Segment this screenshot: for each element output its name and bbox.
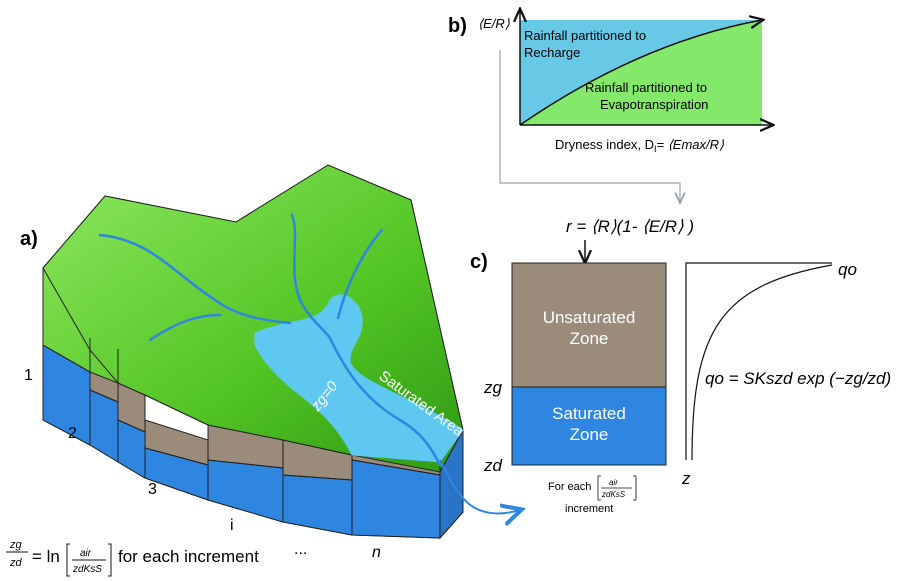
formula-lhs-num: zg [9,539,23,551]
evap-text-1: Rainfall partitioned to [585,80,707,95]
recharge-text-2: Recharge [524,45,580,60]
increment-dots: ... [294,541,307,558]
increment-prefix: For each [548,481,591,493]
increment-suffix: increment [565,503,613,515]
recharge-text-1: Rainfall partitioned to [524,28,646,43]
unsat-label-2: Zone [570,329,609,348]
panel-c-label: c) [470,251,488,273]
zd-label: zd [483,456,503,475]
unsat-label-1: Unsaturated [543,308,636,327]
unsaturated-zone [511,262,667,388]
evap-text-2: Evapotranspiration [600,97,708,112]
formula-eq: = ln [32,547,60,566]
outflow-arrow [439,459,520,514]
increment-3: 3 [148,481,157,498]
evap-region [520,20,762,125]
formula-lhs-den: zd [9,557,23,569]
q0-text: qo [838,260,857,279]
recharge-formula: r = ⟨R⟩(1- ⟨E/R⟩ ) [566,217,694,236]
formula-tail: for each increment [118,547,259,566]
saturated-zone [511,386,667,466]
formula-num: air [80,548,92,559]
panel-b-ylabel: ⟨E/R⟩ [478,16,510,31]
partition-chart [520,10,772,125]
discharge-profile [685,262,833,461]
increment-den: zdKsS [601,490,626,499]
z-label: z [681,469,691,488]
increment-2: 2 [68,425,77,442]
b-to-c-connector [499,50,680,202]
q0-label: qo [838,260,857,279]
saturated-area [254,294,464,463]
increment-1: 1 [24,367,33,384]
xlabel-prefix: Dryness index, D [555,137,654,152]
zg-label: zg [483,378,503,397]
panel-a-label: a) [20,228,38,250]
xlabel-sub: I [654,144,657,154]
formula-den: zdKsS [72,564,102,575]
q0-formula: qo = SKszd exp (−zg/zd) [705,369,891,388]
topographic-index-formula: zg zd = ln air zdKsS for each increment [6,539,259,577]
catchment-block [42,164,520,540]
increment-num: air [609,478,618,487]
increment-i: i [230,517,234,534]
xlabel-suffix: = ⟨Emax/R⟩ [657,137,725,152]
increment-note: For each air zdKsS increment [548,475,637,515]
budyko-curve [519,20,762,126]
sat-label-2: Zone [570,425,609,444]
panel-b-label: b) [448,15,467,37]
increment-n: n [372,544,381,561]
sat-label-1: Saturated [552,404,626,423]
panel-b-xlabel: Dryness index, DI= ⟨Emax/R⟩ [555,137,724,154]
